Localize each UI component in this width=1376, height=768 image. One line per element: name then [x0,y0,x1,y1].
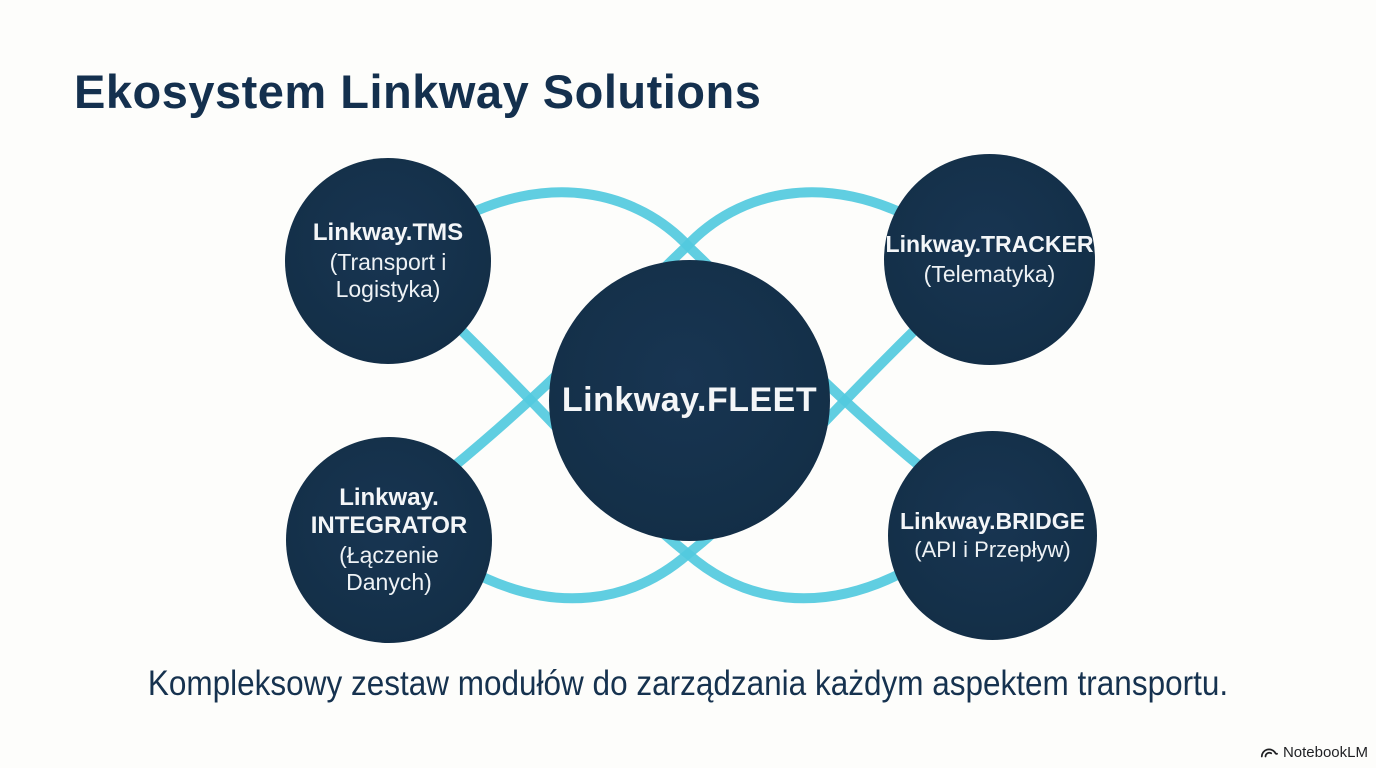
node-title: Linkway. INTEGRATOR [310,483,468,539]
node-title: Linkway.FLEET [561,381,818,420]
node-linkway-tracker: Linkway.TRACKER (Telematyka) [884,154,1095,365]
node-subtitle: (API i Przepływ) [914,537,1071,563]
notebooklm-logo-icon [1259,743,1278,762]
node-title: Linkway.TRACKER [885,231,1094,258]
connector-curve-bridge-tms [451,320,916,604]
node-linkway-integrator: Linkway. INTEGRATOR (Łączenie Danych) [286,437,492,643]
node-linkway-tms: Linkway.TMS (Transport i Logistyka) [285,158,491,364]
page-title: Ekosystem Linkway Solutions [74,65,762,118]
node-linkway-fleet: Linkway.FLEET [549,260,830,541]
node-linkway-bridge: Linkway.BRIDGE (API i Przepływ) [888,431,1097,640]
node-title: Linkway.TMS [312,218,464,246]
notebooklm-label: NotebookLM [1282,744,1368,761]
caption: Kompleksowy zestaw modułów do zarządzani… [147,664,1229,703]
connector-curve-integrator-tracker [460,320,925,604]
node-subtitle: (Transport i Logistyka) [329,249,447,303]
notebooklm-watermark: NotebookLM [1259,743,1368,762]
connector-curve-tracker-integrator [447,187,930,473]
node-subtitle: (Telematyka) [923,260,1056,287]
node-subtitle: (Łączenie Danych) [339,542,439,596]
node-title: Linkway.BRIDGE [900,507,1085,534]
